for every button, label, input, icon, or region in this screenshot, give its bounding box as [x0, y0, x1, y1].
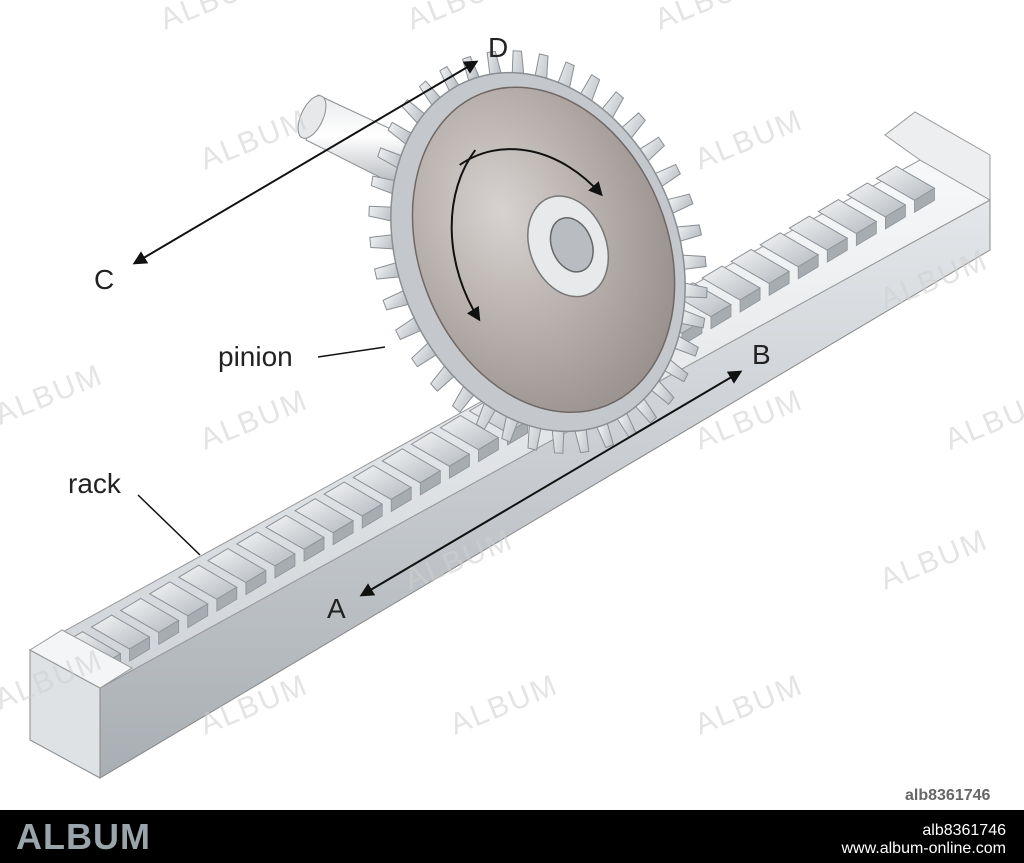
label-c: C [94, 264, 114, 295]
footer-image-id: alb8361746 [922, 822, 1006, 839]
rack-tooth-side [216, 586, 238, 612]
rack-tooth-side [129, 636, 151, 662]
rack-leader-line [137, 494, 201, 556]
watermark: ALBUM [195, 103, 312, 176]
rack-tooth-side [797, 254, 819, 280]
label-pinion: pinion [218, 341, 293, 372]
rack-tooth-side [855, 220, 877, 247]
label-b: B [752, 339, 771, 370]
watermark: ALBUM [875, 523, 992, 596]
rack-tooth-side [245, 569, 267, 596]
footer-bar: ALBUM alb8361746 www.album-online.com [0, 810, 1024, 863]
watermark: ALBUM [195, 383, 312, 456]
footer-url: www.album-online.com [841, 840, 1006, 857]
rack-tooth-side [739, 287, 761, 313]
arrow-c-d [132, 60, 479, 265]
footer-brand-logo: ALBUM [16, 816, 151, 857]
label-a: A [327, 593, 346, 624]
label-d: D [488, 32, 508, 63]
rack-end-block [884, 111, 991, 201]
watermark: ALBUM [690, 668, 807, 741]
watermark: ALBUM [0, 358, 108, 431]
watermark: ALBUM [650, 0, 767, 36]
rack-tooth-side [914, 187, 935, 214]
rack-tooth-side [303, 536, 325, 563]
rack-tooth-side [274, 553, 296, 579]
rack-tooth-side [332, 520, 354, 546]
watermark: ALBUM [155, 0, 272, 36]
watermark: ALBUM [445, 668, 562, 741]
rack-tooth-side [158, 619, 180, 646]
rack-tooth-side [884, 204, 906, 230]
rack-tooth-side [768, 270, 790, 297]
rack-start-block [29, 629, 133, 689]
rack-and-pinion-diagram: D C B A pinion rack ALBUM ALBUM ALBUM AL… [0, 0, 1024, 804]
pinion-leader-line [317, 346, 386, 358]
watermark: ALBUM [690, 103, 807, 176]
rack-tooth-side [826, 237, 848, 263]
label-rack: rack [68, 468, 122, 499]
rack-tooth-side [187, 603, 209, 629]
watermark: ALBUM [940, 383, 1024, 456]
arrow-a-b [359, 370, 743, 597]
rack-tooth-side [710, 303, 732, 330]
pinion-bore [549, 217, 594, 273]
watermark-image-id: alb8361746 [905, 787, 991, 804]
